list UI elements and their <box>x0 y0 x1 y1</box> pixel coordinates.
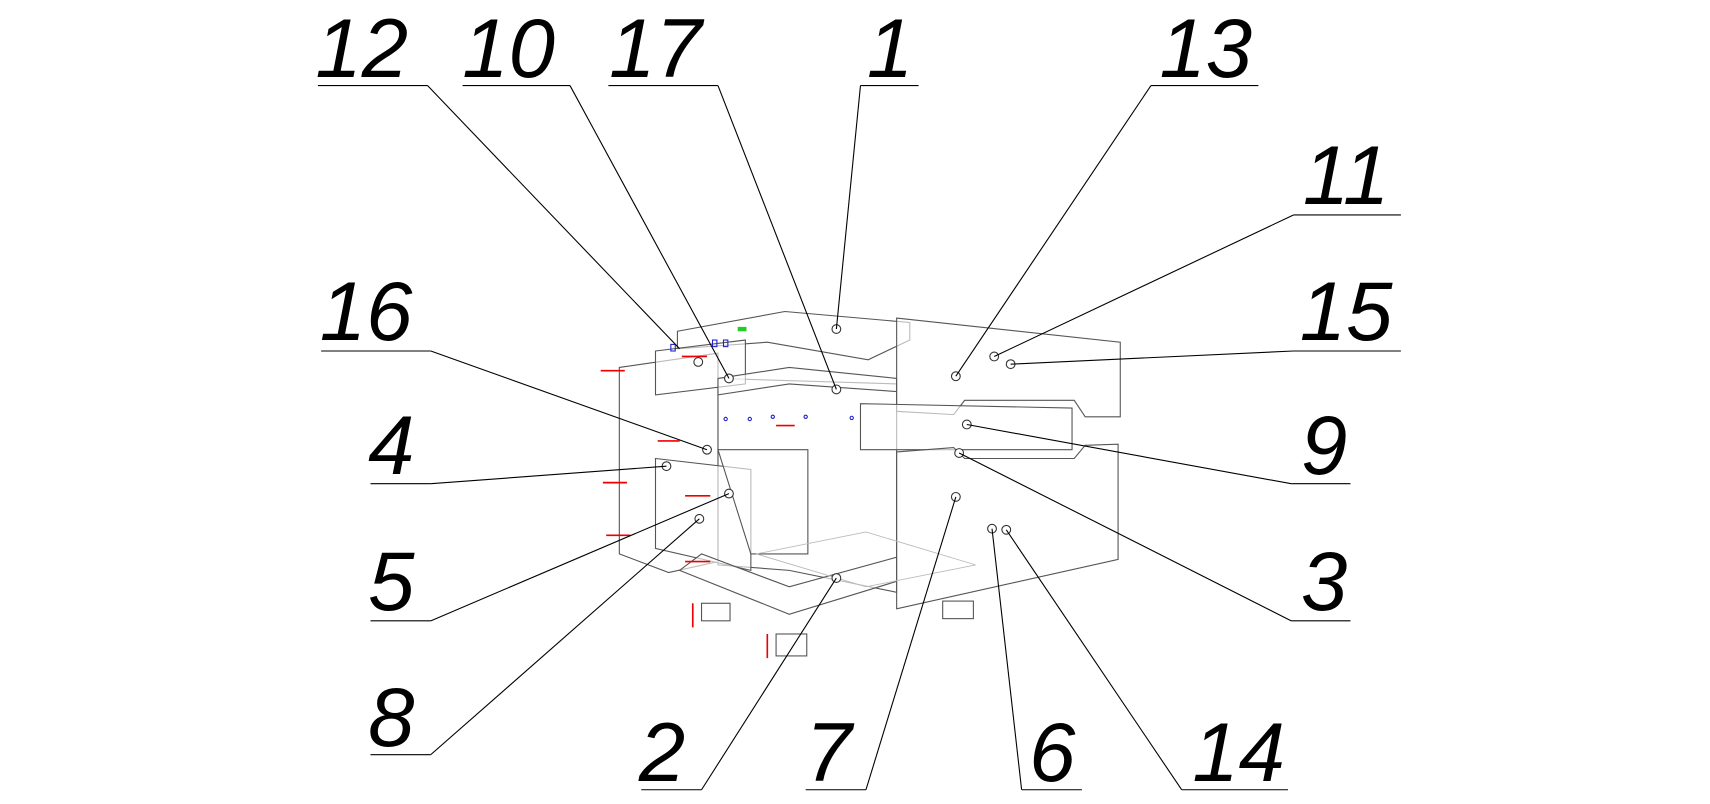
callout-7: 7 <box>806 496 957 799</box>
label-1: 1 <box>867 2 913 95</box>
label-9: 9 <box>1301 399 1347 492</box>
callout-17: 17 <box>608 2 837 390</box>
label-13: 13 <box>1159 2 1252 95</box>
label-17: 17 <box>609 2 704 95</box>
label-16: 16 <box>320 265 413 358</box>
label-4: 4 <box>368 399 414 492</box>
label-6: 6 <box>1029 706 1076 799</box>
label-8: 8 <box>368 671 414 764</box>
callout-13: 13 <box>955 2 1259 377</box>
label-12: 12 <box>315 2 408 95</box>
label-14: 14 <box>1192 706 1285 799</box>
callout-1: 1 <box>835 2 919 330</box>
callout-11: 11 <box>993 129 1401 357</box>
green-marker <box>737 326 747 332</box>
callout-16: 16 <box>320 265 708 451</box>
left-shelf-panel <box>654 457 752 572</box>
callout-9: 9 <box>966 399 1351 492</box>
callout-15: 15 <box>1010 265 1401 365</box>
callout-8: 8 <box>368 518 700 764</box>
label-7: 7 <box>806 706 855 799</box>
callout-10: 10 <box>462 2 730 379</box>
foot <box>775 633 808 657</box>
label-3: 3 <box>1301 535 1347 628</box>
dowels <box>670 339 854 422</box>
label-10: 10 <box>462 2 555 95</box>
callout-14: 14 <box>1005 529 1288 799</box>
callout-5: 5 <box>368 493 730 628</box>
callout-6: 6 <box>991 528 1082 799</box>
callout-12: 12 <box>315 2 681 350</box>
callout-2: 2 <box>638 577 837 799</box>
cabinet-drawing <box>600 310 1121 659</box>
foot <box>942 600 974 620</box>
label-15: 15 <box>1300 265 1393 358</box>
left-inner-panel <box>717 449 809 555</box>
bottom-tray <box>756 531 976 588</box>
label-11: 11 <box>1303 129 1389 222</box>
callout-3: 3 <box>958 452 1351 628</box>
label-2: 2 <box>638 706 685 799</box>
screws <box>600 355 795 659</box>
callout-4: 4 <box>368 399 667 492</box>
foot <box>700 602 731 622</box>
label-5: 5 <box>368 535 415 628</box>
